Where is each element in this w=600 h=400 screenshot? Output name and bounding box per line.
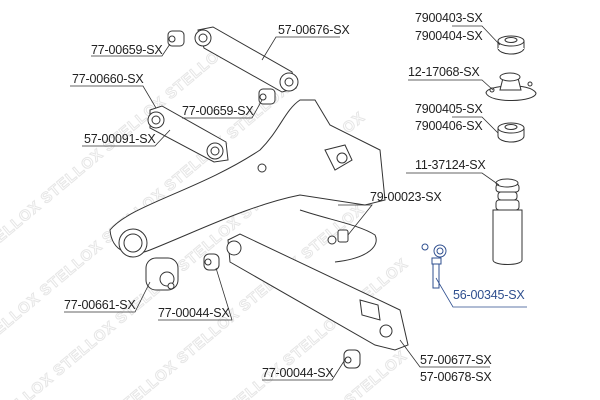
part-label[interactable]: 7900406-SX — [415, 119, 483, 133]
bushing-77-00659-top — [167, 30, 185, 47]
bushing-77-00659-mid — [258, 88, 276, 105]
dust-boot-bump-stop — [492, 178, 523, 265]
part-label[interactable]: 57-00676-SX — [278, 23, 350, 37]
bump-stop-cup-upper — [497, 35, 525, 55]
strut-top-mount — [485, 72, 537, 101]
part-label[interactable]: 77-00661-SX — [64, 298, 136, 312]
ball-joint-56-00345 — [421, 243, 447, 289]
part-label[interactable]: 77-00659-SX — [91, 43, 163, 57]
upper-control-arm — [194, 26, 299, 93]
part-label[interactable]: 7900403-SX — [415, 11, 483, 25]
stabilizer-bar — [299, 209, 377, 263]
leader-lines — [64, 25, 527, 381]
part-label[interactable]: 7900404-SX — [415, 29, 483, 43]
part-label[interactable]: 7900405-SX — [415, 102, 483, 116]
part-label[interactable]: 12-17068-SX — [408, 65, 480, 79]
bushing-77-00044-lower — [343, 349, 361, 369]
part-label[interactable]: 57-00677-SX — [420, 353, 492, 367]
part-label[interactable]: 57-00678-SX — [420, 370, 492, 384]
part-label[interactable]: 57-00091-SX — [84, 132, 156, 146]
bushing-77-00044-upper — [203, 253, 220, 271]
part-label[interactable]: 77-00660-SX — [72, 72, 144, 86]
part-label[interactable]: 11-37124-SX — [415, 158, 486, 172]
lateral-link — [147, 105, 229, 163]
trailing-arm — [109, 99, 386, 258]
part-label-highlighted[interactable]: 56-00345-SX — [453, 288, 525, 302]
bump-stop-cup-lower — [497, 122, 525, 143]
part-label[interactable]: 77-00659-SX — [182, 104, 254, 118]
part-label[interactable]: 77-00044-SX — [262, 366, 334, 380]
bushing-77-00661 — [145, 257, 179, 291]
part-label[interactable]: 79-00023-SX — [370, 190, 442, 204]
part-label[interactable]: 77-00044-SX — [158, 306, 230, 320]
lower-control-arm — [226, 233, 409, 351]
